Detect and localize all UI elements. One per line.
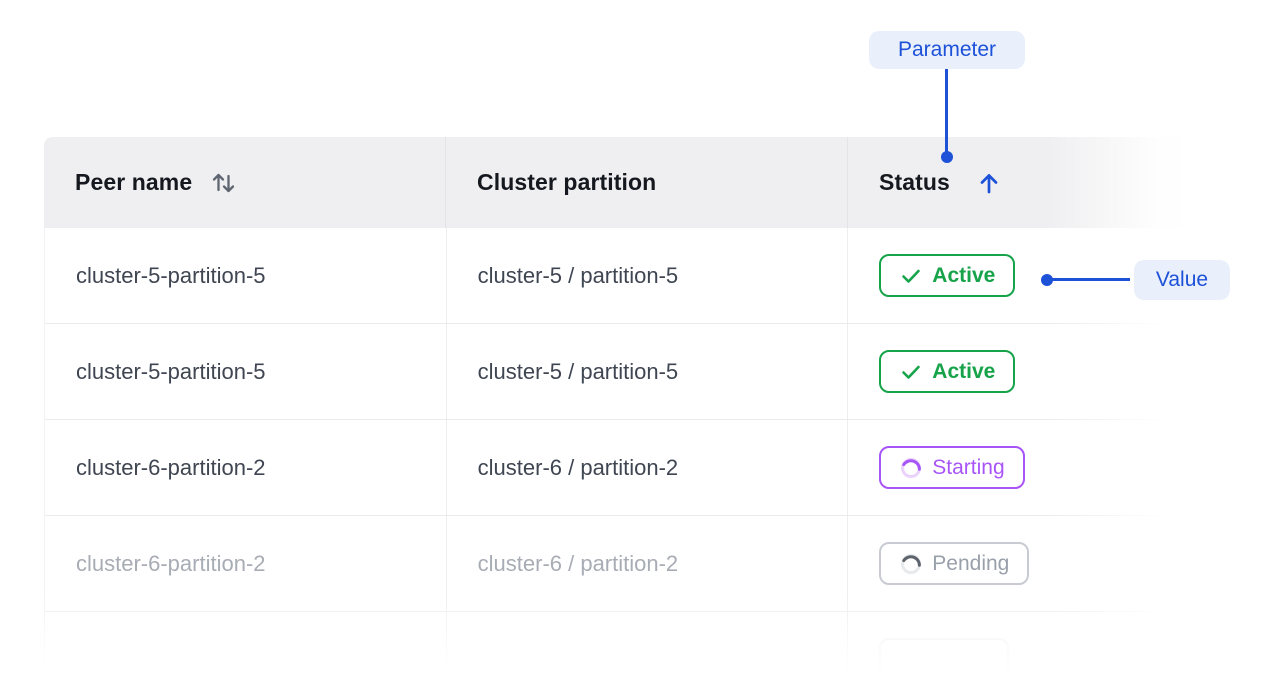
cell-cluster-partition: cluster-6 / partition-2: [445, 516, 848, 611]
check-icon: [902, 365, 921, 379]
cell-peer-name: cluster-6-partition-2: [76, 550, 266, 576]
status-badge-label: Active: [932, 263, 996, 287]
cell-cluster-partition: [445, 612, 848, 688]
table-body: cluster-5-partition-5 cluster-5 / partit…: [44, 228, 1190, 688]
spinner-icon: [901, 553, 922, 574]
spinner-icon: [901, 457, 922, 478]
cell-peer-name: [45, 612, 446, 688]
value-connector-dot: [1041, 274, 1053, 286]
cell-peer-name: cluster-5-partition-5: [76, 358, 266, 384]
status-badge-starting: Starting: [879, 446, 1025, 489]
cluster-partition-header-label: Cluster partition: [477, 169, 657, 195]
table-row[interactable]: [45, 612, 1190, 688]
cell-status: Active: [847, 324, 1190, 419]
table-row[interactable]: cluster-5-partition-5 cluster-5 / partit…: [45, 228, 1190, 324]
parameter-connector-dot: [941, 151, 953, 163]
parameter-connector-line: [945, 69, 948, 152]
value-annotation-pill: Value: [1134, 260, 1230, 300]
check-icon: [902, 269, 921, 283]
sort-both-icon: [213, 173, 235, 192]
status-header-label: Status: [879, 169, 950, 195]
column-header-peer-name[interactable]: Peer name: [44, 137, 445, 228]
status-badge-label: Active: [932, 359, 996, 383]
status-badge-ghost: [879, 638, 1010, 681]
table-header-row: Peer name Cluster partition Status: [44, 137, 1190, 228]
peers-table: Peer name Cluster partition Status clust…: [44, 137, 1190, 688]
status-badge-label: Pending: [932, 551, 1010, 575]
cell-status: Active: [847, 228, 1190, 323]
value-annotation-label: Value: [1155, 268, 1209, 291]
cell-status: Pending: [847, 516, 1190, 611]
column-header-status[interactable]: Status: [847, 137, 1190, 228]
cell-peer-name: cluster-5-partition-5: [76, 262, 266, 288]
column-header-cluster-partition[interactable]: Cluster partition: [445, 137, 847, 228]
cell-cluster-partition: cluster-5 / partition-5: [445, 324, 848, 419]
peer-name-header-label: Peer name: [75, 169, 193, 195]
status-badge-active: Active: [879, 254, 1016, 297]
status-badge-label: Starting: [932, 455, 1005, 479]
cell-cluster-partition: cluster-6 / partition-2: [445, 420, 848, 515]
parameter-annotation-label: Parameter: [897, 38, 997, 61]
table-row[interactable]: cluster-5-partition-5 cluster-5 / partit…: [45, 324, 1190, 420]
cell-cluster-partition: cluster-5 / partition-5: [445, 228, 848, 323]
table-row[interactable]: cluster-6-partition-2 cluster-6 / partit…: [45, 420, 1190, 516]
parameter-annotation-pill: Parameter: [869, 31, 1025, 69]
cell-status: Starting: [847, 420, 1190, 515]
sort-ascending-arrow-up-icon: [980, 173, 998, 193]
table-row[interactable]: cluster-6-partition-2 cluster-6 / partit…: [45, 516, 1190, 612]
cell-peer-name: cluster-6-partition-2: [76, 454, 266, 480]
cell-status: [847, 612, 1190, 688]
value-connector-line: [1052, 278, 1130, 281]
status-badge-active: Active: [879, 350, 1016, 393]
status-badge-pending: Pending: [879, 542, 1030, 585]
